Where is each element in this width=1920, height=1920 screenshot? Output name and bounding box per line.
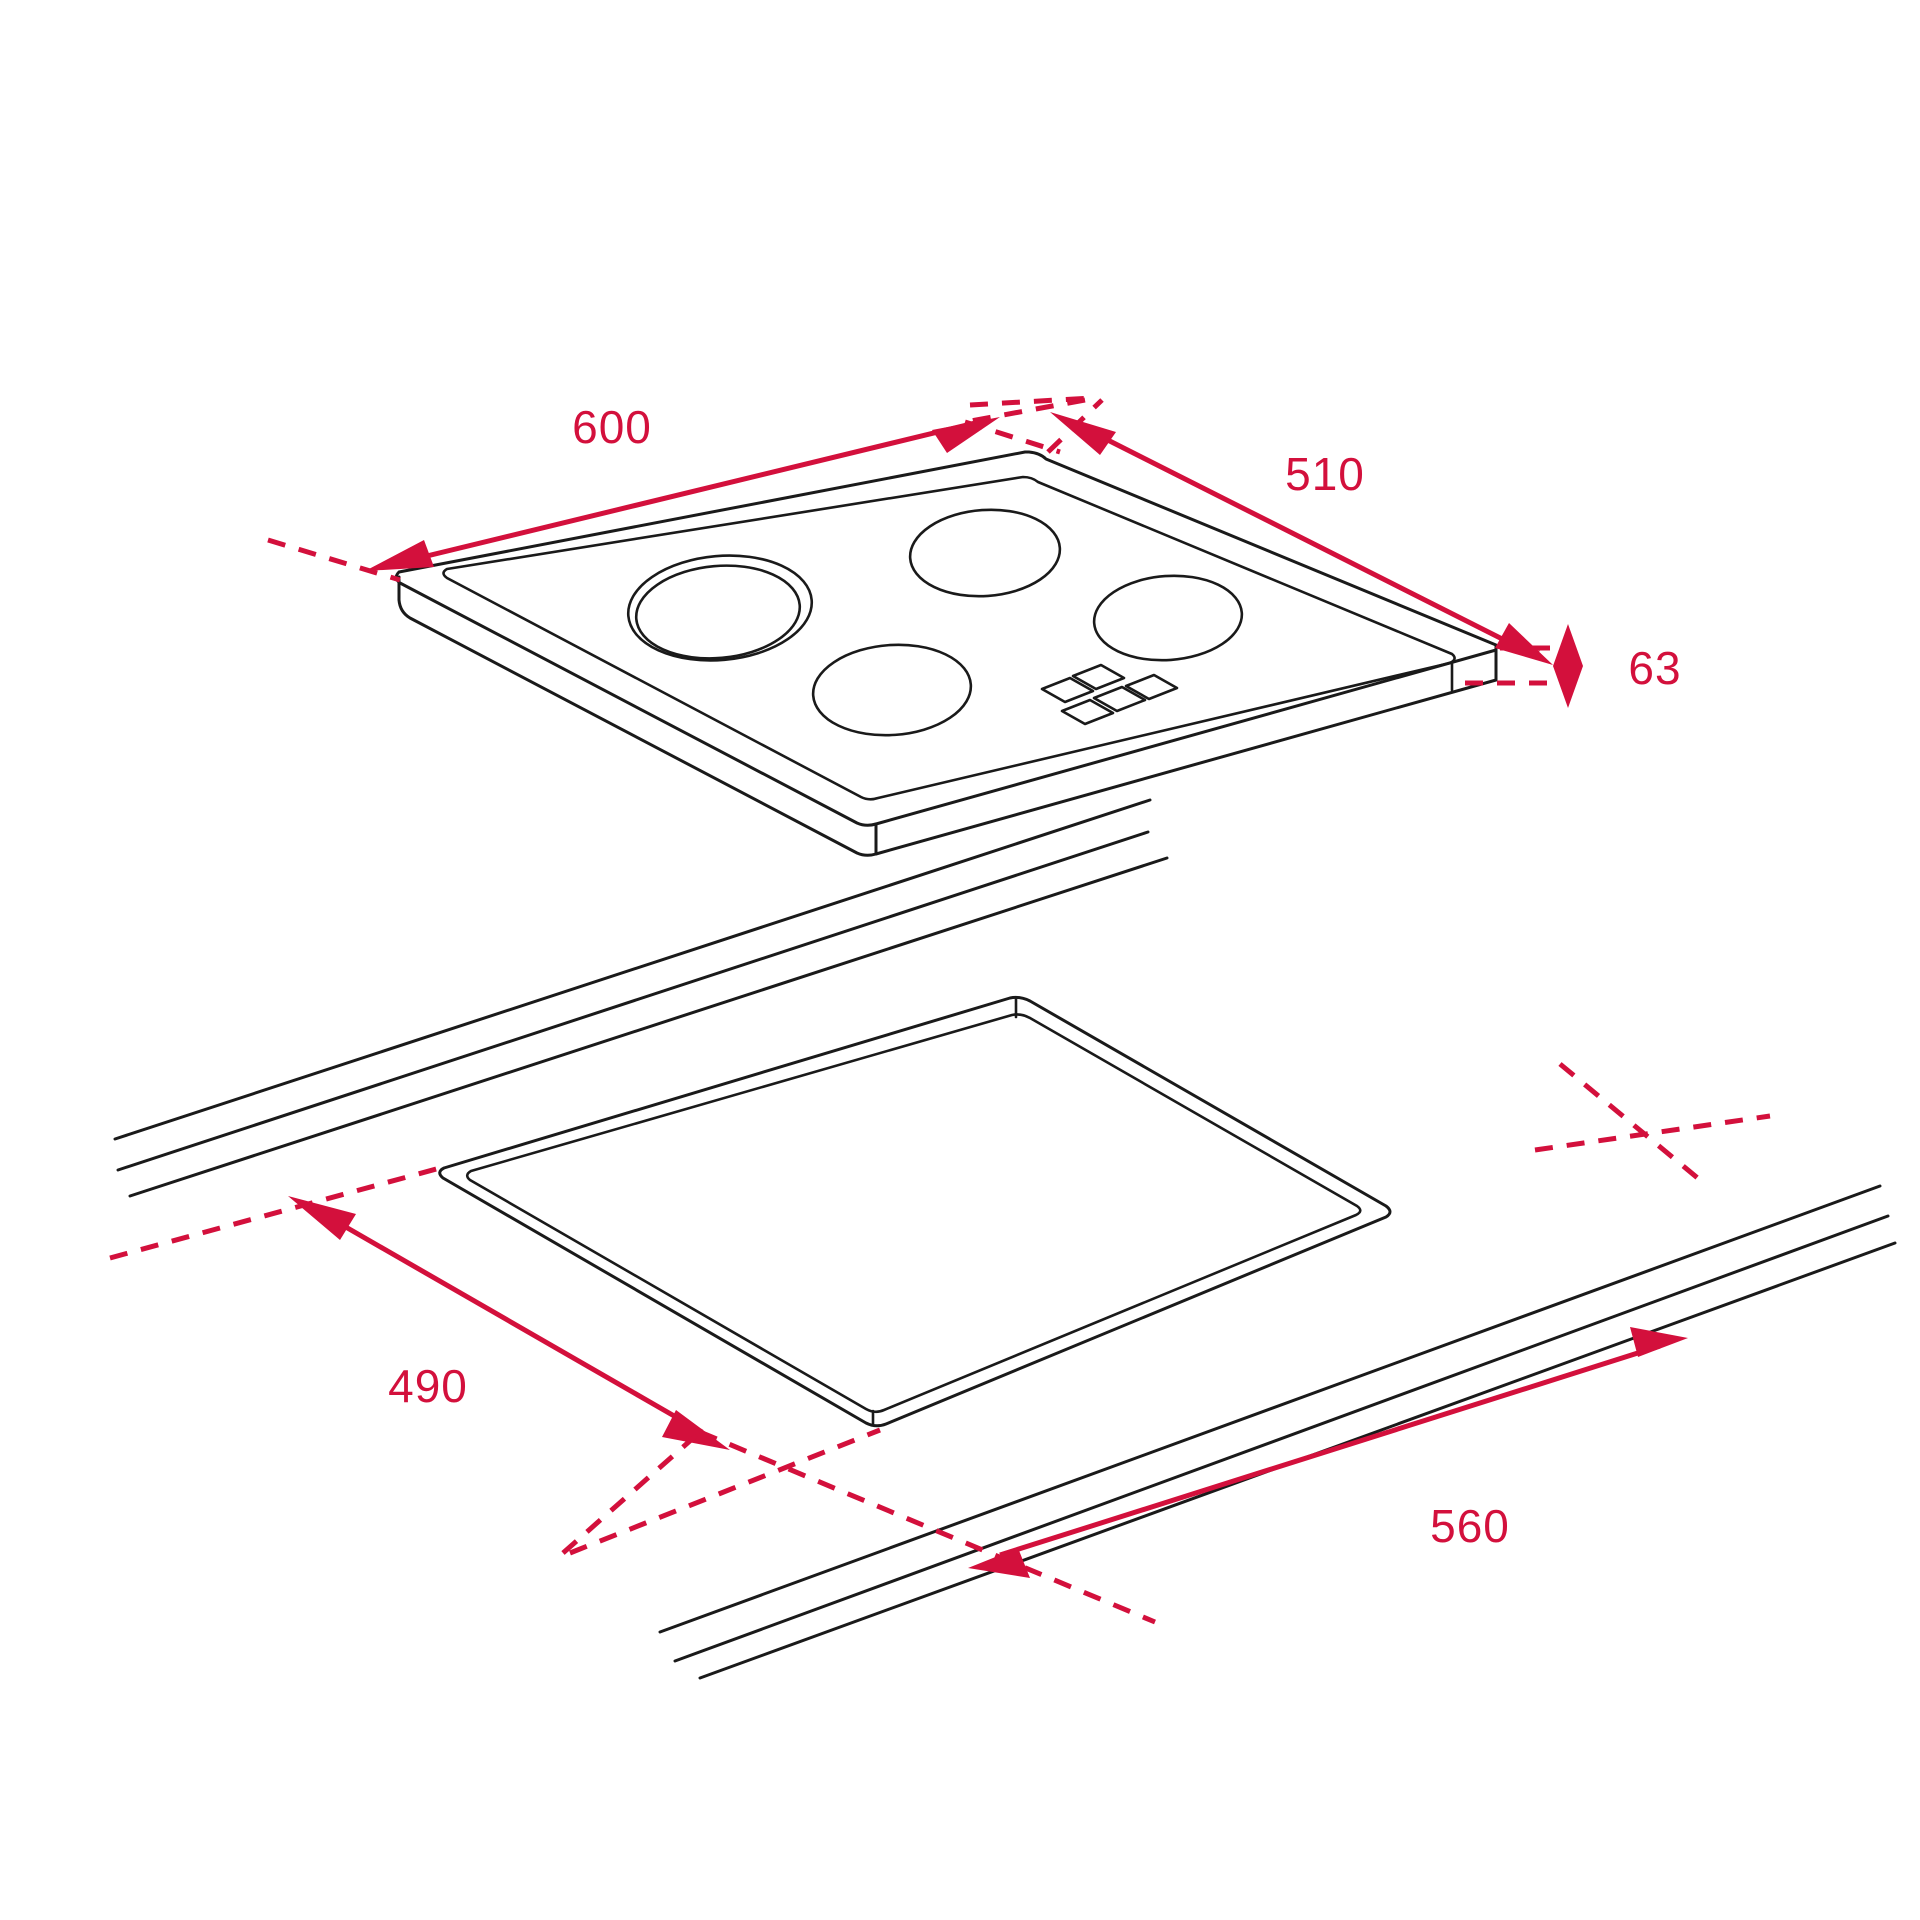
dimension-63-label: 63 (1628, 642, 1681, 694)
hob-assembly (394, 450, 1498, 857)
dimension-560-label: 560 (1430, 1500, 1510, 1552)
control-key-3 (1060, 698, 1115, 726)
worktop-band-left (113, 798, 1169, 1198)
burner-front-right (1092, 574, 1244, 662)
dimension-510: 510 (969, 395, 1553, 665)
dimension-600-label: 600 (572, 401, 652, 453)
control-key-1 (1040, 676, 1095, 704)
burner-rear-left-outer (626, 554, 814, 662)
control-key-4 (1092, 685, 1147, 713)
worktop-cutout (438, 995, 1392, 1428)
hob-inner-panel (442, 475, 1456, 801)
control-key-2 (1071, 663, 1126, 691)
burner-rear-right (908, 508, 1062, 598)
dimension-560: 560 (561, 1062, 1771, 1625)
worktop-assembly (113, 798, 1897, 1680)
worktop-band-right (658, 1184, 1897, 1680)
hob-body-side (397, 575, 1498, 857)
dimension-490-label: 490 (388, 1360, 468, 1412)
dimension-510-label: 510 (1285, 448, 1365, 500)
dimension-600: 600 (267, 397, 1086, 583)
control-panel (1040, 663, 1179, 726)
hob-burners (626, 508, 1244, 737)
burner-rear-left-inner (634, 564, 802, 660)
dimension-63: 63 (1465, 624, 1681, 708)
burner-front-left (811, 643, 973, 737)
dimension-490: 490 (109, 1165, 881, 1556)
control-key-5 (1124, 673, 1179, 701)
